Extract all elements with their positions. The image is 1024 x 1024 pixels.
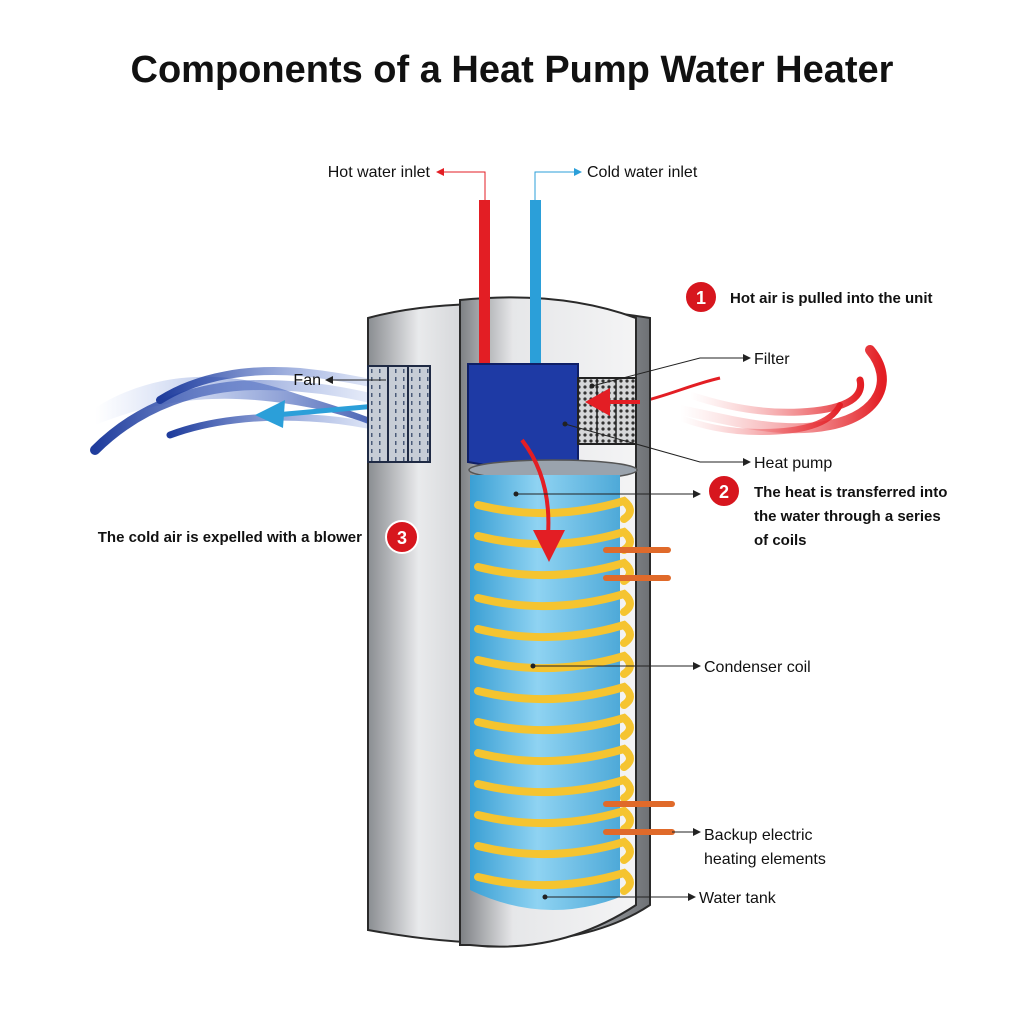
step-1-badge [684, 280, 718, 314]
page-title: Components of a Heat Pump Water Heater [131, 49, 894, 91]
hot-water-pipe [479, 200, 490, 370]
heat-pump-block [467, 363, 579, 470]
hot-air-wave-1 [675, 345, 887, 434]
label-cold-water-inlet: Cold water inlet [587, 164, 698, 181]
step-2-number: 2 [719, 482, 729, 502]
step-1-number: 1 [696, 288, 706, 308]
label-filter: Filter [754, 351, 790, 368]
coil-turn [474, 682, 634, 709]
heat-transfer-arrow-head [533, 530, 565, 562]
hot-air-waves [639, 345, 887, 436]
coil-turn [474, 806, 634, 833]
heat-transfer-arrow-shaft [520, 438, 551, 536]
label-water-tank: Water tank [699, 890, 777, 907]
coil-turn [474, 558, 634, 585]
step-2-text-line-1: The heat is transferred into [754, 484, 947, 501]
step-3: The cold air is expelled with a blower 3 [98, 520, 419, 554]
cold-air-arrow-head [255, 400, 285, 428]
hot-air-wave-2 [686, 376, 865, 416]
step-2-text-line-3: of coils [754, 532, 807, 549]
coil-turn [474, 496, 634, 523]
condenser-coil-group [474, 496, 634, 895]
coil-turn [474, 837, 634, 864]
label-hot-water-inlet: Hot water inlet [328, 164, 431, 181]
backup-heating-elements [603, 547, 675, 835]
step-2-badge [707, 474, 741, 508]
leader-cold-water-inlet [534, 168, 582, 200]
label-backup-line-2: heating elements [704, 851, 826, 868]
label-fan: Fan [293, 372, 321, 389]
leader-hot-water-inlet [436, 168, 486, 200]
coil-turn [474, 527, 634, 554]
leader-heat-pump [564, 423, 751, 466]
coil-turn [474, 868, 634, 895]
label-condenser-coil: Condenser coil [704, 659, 811, 676]
coil-turn [474, 775, 634, 802]
step-3-number: 3 [397, 528, 407, 548]
step-1: 1 Hot air is pulled into the unit [684, 280, 933, 314]
coil-turn [474, 620, 634, 647]
label-backup-line-1: Backup electric [704, 827, 813, 844]
coil-turn [474, 713, 634, 740]
leader-lines [325, 168, 751, 901]
label-heat-pump: Heat pump [754, 455, 832, 472]
intake-arrow-head [585, 388, 610, 416]
coil-turn [474, 589, 634, 616]
hot-air-wave-3 [677, 402, 843, 436]
fan-grille [367, 365, 431, 463]
step-2: 2 The heat is transferred into the water… [707, 474, 947, 549]
coil-turn [474, 744, 634, 771]
step-3-badge [385, 520, 419, 554]
step-1-text: Hot air is pulled into the unit [730, 290, 933, 307]
leader-filter [591, 354, 751, 387]
cold-water-pipe [530, 200, 541, 370]
step-3-text: The cold air is expelled with a blower [98, 529, 362, 546]
step-2-text-line-2: the water through a series [754, 508, 941, 525]
coil-turn [474, 651, 634, 678]
